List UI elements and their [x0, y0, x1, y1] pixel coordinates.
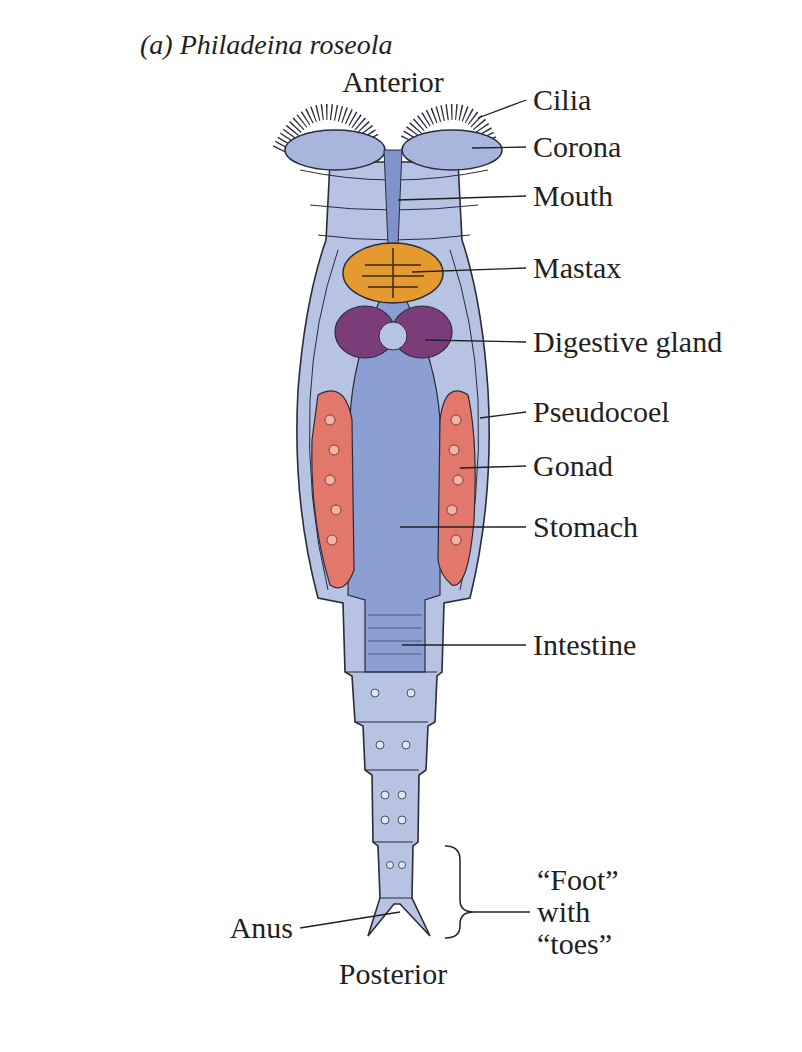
tail-cells — [371, 689, 415, 869]
gut-lumen — [379, 322, 407, 350]
mouth-channel — [384, 150, 402, 245]
part-label: Posterior — [339, 958, 447, 990]
gonad-nuclei — [325, 415, 463, 545]
gonad — [438, 391, 475, 585]
part-label: Corona — [533, 131, 621, 163]
part-label: Pseudocoel — [533, 396, 670, 428]
gonad — [312, 391, 354, 588]
part-label: “Foot” with “toes” — [537, 864, 652, 960]
leader-line — [300, 100, 530, 928]
body-outline — [297, 162, 489, 936]
segment-line — [345, 672, 437, 898]
bracket — [445, 846, 474, 938]
part-label: Stomach — [533, 511, 638, 543]
mastax — [343, 243, 443, 303]
corona-lobe — [402, 130, 502, 170]
part-label: Anus — [230, 912, 293, 944]
part-label: Digestive gland — [533, 326, 722, 358]
part-label: Intestine — [533, 629, 636, 661]
part-label: Mouth — [533, 180, 613, 212]
part-label: Anterior — [342, 66, 444, 98]
part-label: Cilia — [533, 84, 591, 116]
part-label: Mastax — [533, 252, 621, 284]
part-label: Gonad — [533, 450, 613, 482]
mastax-jaws — [362, 248, 424, 298]
intestine-folds — [368, 615, 422, 654]
corona-lobe — [285, 130, 385, 170]
figure-title: (a) Philadeina roseola — [140, 29, 392, 61]
